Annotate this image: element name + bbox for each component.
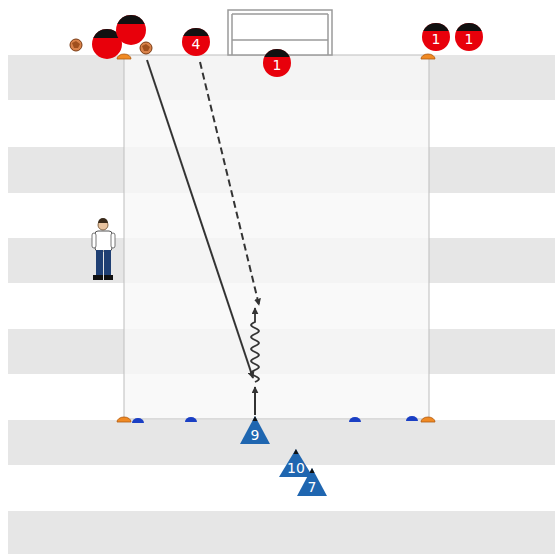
attacker-marker: 10 <box>279 449 313 477</box>
unnumbered-players <box>92 15 146 59</box>
orange-cones <box>117 54 435 422</box>
player-number: 4 <box>192 37 201 51</box>
player-number: 1 <box>432 32 441 46</box>
defender-marker: 4 <box>182 28 210 56</box>
goal <box>228 10 332 55</box>
defender-marker: 1 <box>263 49 291 77</box>
pass-line <box>147 60 253 378</box>
movement-lines <box>147 60 259 415</box>
attacker-marker: 7 <box>297 468 327 496</box>
blue-markers <box>132 416 418 423</box>
player-number: 1 <box>273 58 282 72</box>
run-start <box>254 387 256 415</box>
run-line <box>200 62 259 305</box>
defender-marker: 1 <box>422 23 450 51</box>
playing-area <box>124 55 429 419</box>
coach-figure <box>92 218 115 280</box>
dribble-line <box>251 308 259 382</box>
player-number: 9 <box>251 428 260 442</box>
player-number: 1 <box>465 32 474 46</box>
player-number: 10 <box>287 461 305 475</box>
grass-stripes <box>8 55 555 554</box>
player-number: 7 <box>308 480 317 494</box>
attacker-marker: 9 <box>240 416 270 444</box>
defender-marker: 1 <box>455 23 483 51</box>
